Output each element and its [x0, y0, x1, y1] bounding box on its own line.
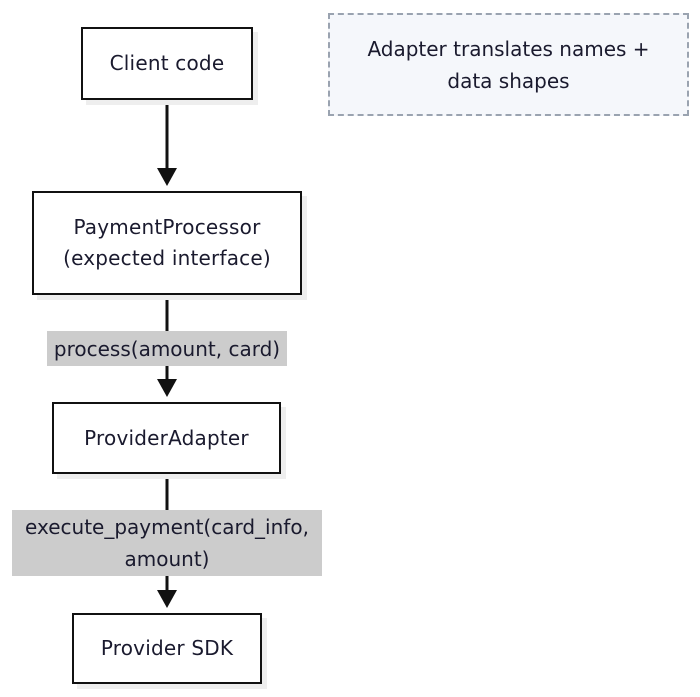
edge-label-process: process(amount, card): [47, 331, 287, 366]
node-client-code-label: Client code: [109, 51, 225, 75]
edge-label-process-text: process(amount, card): [53, 336, 281, 361]
node-provider-adapter: ProviderAdapter: [52, 402, 281, 474]
note-box: Adapter translates names + data shapes: [328, 13, 689, 116]
node-payment-processor: PaymentProcessor (expected interface): [32, 191, 302, 295]
node-provider-sdk: Provider SDK: [72, 613, 262, 684]
node-client-code: Client code: [81, 27, 253, 100]
edge-label-execute-payment: execute_payment(card_info, amount): [12, 510, 322, 576]
arrowhead-to-sdk: [157, 590, 177, 608]
node-provider-adapter-label: ProviderAdapter: [84, 425, 249, 450]
arrowhead-to-processor: [157, 168, 177, 186]
node-provider-sdk-label: Provider SDK: [100, 636, 234, 660]
edge-label-execute-payment-text: execute_payment(card_info, amount): [25, 515, 309, 571]
node-payment-processor-label: PaymentProcessor (expected interface): [63, 215, 271, 270]
arrowhead-to-adapter: [157, 379, 177, 397]
note-text: Adapter translates names + data shapes: [367, 36, 650, 93]
